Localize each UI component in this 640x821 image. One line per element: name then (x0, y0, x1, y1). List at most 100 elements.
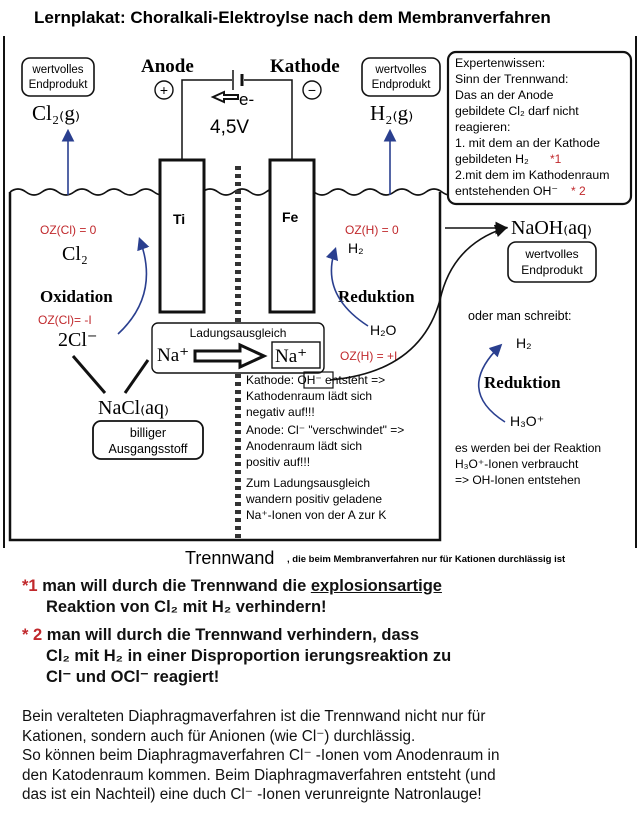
valuable-right-1: wertvolles (374, 64, 426, 76)
wire-right (244, 79, 293, 160)
cl-to-nacl-line (71, 355, 107, 394)
minus-sign: − (308, 82, 316, 98)
nacl-aq: NaCl₍aq₎ (98, 397, 169, 419)
expert-mark-2: * 2 (571, 184, 586, 198)
oz-cl2: OZ(Cl) = 0 (40, 223, 97, 237)
kathode-label: Kathode (270, 56, 340, 77)
na-right-box (271, 341, 321, 369)
cathode-h2: H₂ (348, 240, 364, 256)
alt-text-1: es werden bei der Reaktion (455, 441, 601, 455)
ladung-label: Ladungsausgleich (190, 326, 287, 340)
anode-cl2: Cl₂ (62, 243, 88, 265)
oz-h-plus: OZ(H) = +I (340, 349, 397, 363)
paragraph-line-3: So können beim Diaphragmaverfahren Cl⁻ -… (22, 747, 500, 765)
anode-label: Anode (141, 56, 194, 77)
middle-line-2: Kathodenraum lädt sich (246, 389, 372, 403)
middle-line-1: Kathode: OH⁻ entsteht => (246, 373, 385, 387)
paragraph-line-1: Bein veralteten Diaphragmaverfahren ist … (22, 708, 486, 725)
plus-sign: + (160, 82, 168, 98)
alt-text: es werden bei der Reaktion H₃O⁺-Ionen ve… (455, 441, 601, 487)
oh-to-naoh-arrow (329, 224, 509, 381)
middle-line-9: Na⁺-Ionen von der A zur K (246, 508, 386, 522)
alt-h2: H₂ (516, 335, 532, 351)
note-1-line-1b: explosionsartige (310, 577, 442, 595)
valuable-naoh-1: wertvolles (524, 247, 578, 261)
expert-line-8: 2.mit dem im Kathodenraum (455, 168, 609, 182)
trennwand-label: Trennwand (185, 548, 274, 568)
expert-line-4: gebildete Cl₂ darf nicht (455, 104, 579, 118)
cell-container (8, 192, 442, 542)
middle-line-8: wandern positiv geladene (245, 492, 382, 506)
trennwand-note: , die beim Membranverfahren nur für Kati… (287, 554, 566, 565)
expert-line-1: Expertenwissen: (455, 56, 545, 70)
valuable-naoh-2: Endprodukt (521, 263, 583, 277)
oz-h2: OZ(H) = 0 (345, 223, 399, 237)
oz-cl-minus: OZ(Cl)= -I (38, 313, 92, 327)
electron-label: e- (239, 90, 254, 109)
diaphragm-paragraph: Bein veralteten Diaphragmaverfahren ist … (22, 707, 626, 805)
paragraph-line-2: Kationen, sondern auch für Anionen (wie … (22, 727, 416, 745)
h2-gas: H₂₍g₎ (370, 101, 413, 125)
valuable-right-2: Endprodukt (372, 79, 432, 91)
note-1: *1 man will durch die Trennwand die expl… (22, 576, 442, 618)
liquid-level (9, 188, 457, 196)
electron-arrow (210, 90, 239, 104)
middle-line-7: Zum Ladungsausgleich (246, 476, 370, 490)
cheap-line-1: billiger (130, 426, 166, 440)
page-title: Lernplakat: Choralkali-Elektroylse nach … (34, 8, 551, 27)
expert-line-6: 1. mit dem an der Kathode (455, 136, 600, 150)
cathode-electrode (268, 158, 316, 314)
naoh-product: NaOH₍aq₎ (511, 217, 592, 239)
alt-text-3: => OH-Ionen entstehen (455, 473, 580, 487)
note-2-line-1: man will durch die Trennwand verhindern,… (46, 626, 420, 644)
expert-line-2: Sinn der Trennwand: (455, 72, 568, 86)
expert-line-9: entstehenden OH⁻ (455, 184, 558, 198)
na-right: Na⁺ (275, 346, 307, 367)
two-cl-minus: 2Cl⁻ (58, 329, 97, 351)
alt-intro: oder man schreibt: (468, 309, 572, 323)
oxidation-arrow (117, 236, 150, 335)
valuable-box-right (361, 57, 441, 97)
middle-text: Kathode: OH⁻ entsteht => Kathodenraum lä… (245, 373, 404, 522)
note-2-mark: * 2 (22, 626, 43, 644)
note-1-line-1a: man will durch die Trennwand die (42, 577, 311, 595)
note-1-mark: *1 (22, 577, 38, 595)
valuable-naoh-box (507, 241, 597, 283)
cathode-h2o: H₂O (370, 322, 397, 338)
expert-text: Expertenwissen: Sinn der Trennwand: Das … (455, 56, 609, 198)
wire-left (181, 79, 232, 160)
alt-reduktion: Reduktion (484, 373, 561, 392)
valuable-left-1: wertvolles (31, 64, 83, 76)
reduktion-label: Reduktion (338, 287, 415, 306)
cathode-material: Fe (282, 209, 299, 225)
voltage-label: 4,5V (210, 117, 249, 138)
oxidation-label: Oxidation (40, 287, 113, 306)
note-2: * 2 man will durch die Trennwand verhind… (22, 625, 451, 688)
na-transport-arrow (193, 342, 268, 370)
alt-text-2: H₃O⁺-Ionen verbraucht (455, 457, 579, 471)
middle-line-5: Anodenraum lädt sich (246, 439, 362, 453)
expert-box (446, 50, 633, 206)
note-2-line-3: Cl⁻ und OCl⁻ reagiert! (46, 668, 220, 686)
cheap-line-2: Ausgangsstoff (109, 442, 189, 456)
note-2-line-2: Cl₂ mit H₂ in einer Disproportion ierung… (46, 647, 452, 665)
plus-symbol (154, 80, 174, 100)
minus-symbol (302, 80, 322, 100)
anode-electrode (158, 158, 206, 314)
valuable-left-2: Endprodukt (29, 79, 89, 91)
expert-line-5: reagieren: (455, 120, 510, 134)
valuable-box-left (21, 57, 95, 97)
paragraph-line-4: den Katodenraum kommen. Beim Diaphragmav… (22, 766, 496, 784)
paragraph-line-5: das ist ein Nachteil) eine duch Cl⁻ -Ion… (22, 786, 482, 804)
na-to-nacl-line (123, 359, 150, 394)
cheap-box (92, 420, 204, 460)
expert-line-3: Das an der Anode (455, 88, 554, 102)
anode-material: Ti (173, 211, 185, 227)
middle-line-4: Anode: Cl⁻ "verschwindet" => (246, 423, 404, 437)
expert-mark-1: *1 (550, 152, 562, 166)
middle-line-3: negativ auf!!! (246, 405, 315, 419)
na-left: Na⁺ (157, 345, 189, 366)
middle-line-6: positiv auf!!! (246, 455, 310, 469)
reduktion-arrow (325, 246, 369, 327)
